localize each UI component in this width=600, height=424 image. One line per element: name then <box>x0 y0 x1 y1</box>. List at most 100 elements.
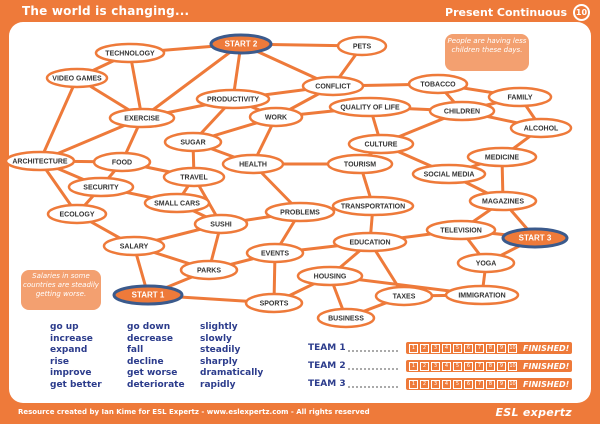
grammar-topic: Present Continuous <box>445 6 567 19</box>
score-box[interactable]: 3 <box>431 379 440 389</box>
word-item: go up <box>50 322 79 332</box>
score-box[interactable]: 8 <box>486 343 495 353</box>
score-box[interactable]: 1 <box>409 361 418 371</box>
board-path <box>128 51 144 120</box>
board-space[interactable]: SUSHI <box>193 213 249 235</box>
board-space[interactable]: QUALITY OF LIFE <box>328 96 412 118</box>
board-space[interactable]: SPORTS <box>244 292 304 314</box>
board-space[interactable]: EVENTS <box>245 242 305 264</box>
board-space[interactable]: IMMIGRATION <box>444 284 520 306</box>
board-space[interactable]: TOBACCO <box>407 73 469 95</box>
board-space[interactable]: VIDEO GAMES <box>45 67 109 89</box>
board-space[interactable]: MAGAZINES <box>468 190 538 212</box>
score-box[interactable]: 10 <box>508 361 517 371</box>
word-item: expand <box>50 345 88 355</box>
space-outline <box>248 106 304 128</box>
score-box[interactable]: 6 <box>464 379 473 389</box>
word-item: get better <box>50 379 102 390</box>
score-box[interactable]: 2 <box>420 361 429 371</box>
score-box[interactable]: 5 <box>453 361 462 371</box>
space-label: IMMIGRATION <box>458 293 505 300</box>
board-space[interactable]: SMALL CARS <box>143 192 211 214</box>
word-item: deteriorate <box>127 379 185 390</box>
score-box[interactable]: 9 <box>497 343 506 353</box>
space-outline <box>347 133 415 155</box>
score-box[interactable]: 4 <box>442 361 451 371</box>
board-space[interactable]: TOURISM <box>326 153 394 175</box>
space-label: TELEVISION <box>440 228 482 235</box>
score-box[interactable]: 7 <box>475 343 484 353</box>
score-box[interactable]: 6 <box>464 361 473 371</box>
board-space[interactable]: PARKS <box>179 259 239 281</box>
board-space[interactable]: ECOLOGY <box>46 203 108 225</box>
board-space[interactable]: MEDICINE <box>466 146 538 168</box>
word-item: rise <box>50 356 69 367</box>
space-outline <box>466 146 538 168</box>
start-space[interactable]: START 2 <box>209 33 273 55</box>
board-space[interactable]: ALCOHOL <box>509 117 573 139</box>
space-outline <box>209 33 273 55</box>
score-box[interactable]: 1 <box>409 379 418 389</box>
space-outline <box>45 67 109 89</box>
score-box[interactable]: 3 <box>431 361 440 371</box>
start-space[interactable]: START 3 <box>501 227 569 249</box>
space-label: QUALITY OF LIFE <box>340 105 400 112</box>
score-box[interactable]: 8 <box>486 379 495 389</box>
board-space[interactable]: CONFLICT <box>301 75 365 97</box>
score-box[interactable]: 6 <box>464 343 473 353</box>
board-space[interactable]: BUSINESS <box>316 307 376 329</box>
score-box[interactable]: 5 <box>453 343 462 353</box>
space-label: CHILDREN <box>444 109 480 116</box>
board-space[interactable]: PROBLEMS <box>264 201 336 223</box>
board-space[interactable]: SUGAR <box>163 131 223 153</box>
score-box[interactable]: 3 <box>431 343 440 353</box>
score-box[interactable]: 9 <box>497 361 506 371</box>
space-outline <box>264 201 336 223</box>
score-box[interactable]: 9 <box>497 379 506 389</box>
score-box[interactable]: 4 <box>442 379 451 389</box>
score-box[interactable]: 2 <box>420 379 429 389</box>
board-space[interactable]: TELEVISION <box>425 219 497 241</box>
score-box[interactable]: 2 <box>420 343 429 353</box>
score-box[interactable]: 7 <box>475 361 484 371</box>
score-box[interactable]: 1 <box>409 343 418 353</box>
board-space[interactable]: CULTURE <box>347 133 415 155</box>
board-space[interactable]: TRAVEL <box>162 166 226 188</box>
board-space[interactable]: CHILDREN <box>428 100 496 122</box>
board-space[interactable]: TRANSPORTATION <box>331 195 415 217</box>
board-space[interactable]: PRODUCTIVITY <box>195 88 271 110</box>
board-space[interactable]: YOGA <box>456 252 516 274</box>
board-space[interactable]: TAXES <box>374 285 434 307</box>
board-space[interactable]: ARCHITECTURE <box>4 150 76 172</box>
board-space[interactable]: SOCIAL MEDIA <box>411 163 487 185</box>
board-space[interactable]: SALARY <box>102 235 166 257</box>
board-space[interactable]: SECURITY <box>67 176 135 198</box>
score-box[interactable]: 4 <box>442 343 451 353</box>
board-space[interactable]: EDUCATION <box>332 231 408 253</box>
start-space[interactable]: START 1 <box>112 284 184 306</box>
score-box[interactable]: 10 <box>508 343 517 353</box>
space-outline <box>102 235 166 257</box>
team-label: TEAM 3 <box>308 379 346 389</box>
board-space[interactable]: HOUSING <box>296 265 364 287</box>
board-space[interactable]: HEALTH <box>221 153 285 175</box>
board-space[interactable]: WORK <box>248 106 304 128</box>
space-outline <box>316 307 376 329</box>
board-space[interactable]: FOOD <box>92 151 152 173</box>
score-box[interactable]: 7 <box>475 379 484 389</box>
board-space[interactable]: TECHNOLOGY <box>94 42 166 64</box>
board-space[interactable]: FAMILY <box>487 86 553 108</box>
space-label: ECOLOGY <box>59 212 94 219</box>
space-outline <box>428 100 496 122</box>
score-box[interactable]: 5 <box>453 379 462 389</box>
score-box[interactable]: 8 <box>486 361 495 371</box>
board-space[interactable]: PETS <box>336 35 388 57</box>
score-box[interactable]: 10 <box>508 379 517 389</box>
board-space[interactable]: EXERCISE <box>108 107 176 129</box>
